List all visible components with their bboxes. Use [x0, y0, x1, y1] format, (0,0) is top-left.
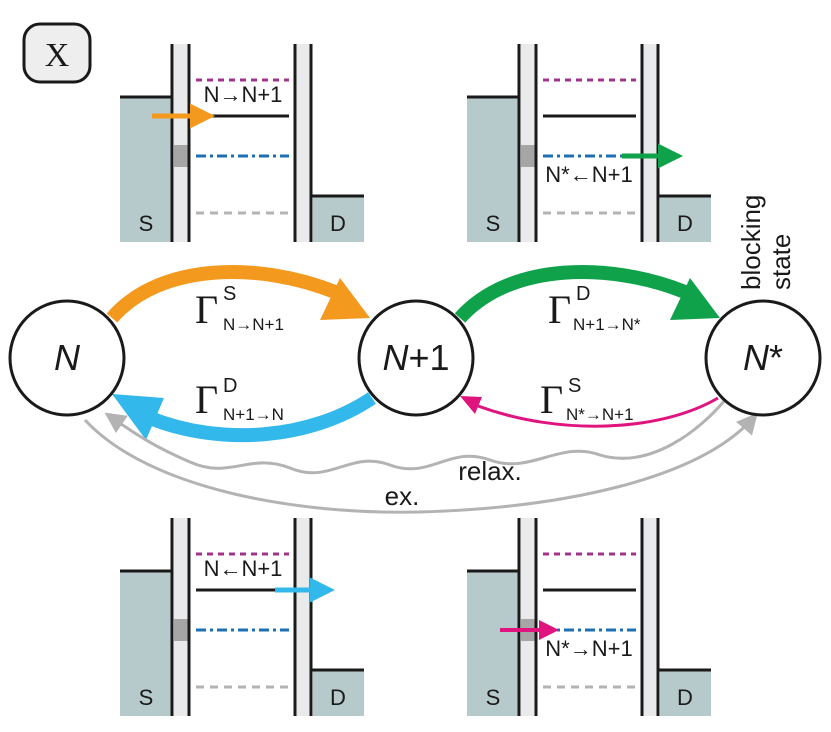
svg-text:Γ: Γ: [195, 377, 218, 422]
panel-label: X: [22, 22, 92, 84]
source-label: S: [139, 685, 154, 710]
state-n-star-label: N*: [743, 337, 783, 378]
band-panel-top-right: S D N*←N+1: [467, 44, 711, 242]
svg-text:state: state: [766, 234, 796, 290]
svg-text:D: D: [576, 283, 590, 305]
relaxation-arrow: [104, 399, 727, 475]
source-label: S: [139, 211, 154, 236]
relaxation-label: relax.: [458, 456, 522, 486]
drain-barrier: [296, 44, 310, 242]
state-n-star: N*: [704, 299, 822, 417]
svg-text:N*→N+1: N*→N+1: [566, 405, 634, 424]
panel-label-text: X: [45, 37, 70, 74]
source-label: S: [486, 211, 501, 236]
source-label: S: [486, 685, 501, 710]
transition-label: N*←N+1: [545, 162, 632, 187]
rate-arrow-nstar-to-n1: [460, 396, 719, 428]
transition-label: N→N+1: [204, 82, 283, 107]
band-panel-top-left: S D N→N+1: [120, 44, 364, 242]
svg-text:blocking: blocking: [736, 195, 766, 290]
state-n: N: [8, 299, 126, 417]
drain-label: D: [330, 685, 346, 710]
excitation-label: ex.: [385, 481, 420, 511]
drain-label: D: [330, 211, 346, 236]
drain-label: D: [677, 211, 693, 236]
rate-arrow-n1-to-n: [112, 392, 376, 443]
svg-text:Γ: Γ: [540, 377, 563, 422]
excitation-arrow: [83, 412, 758, 514]
transition-label: N*→N+1: [545, 636, 632, 661]
state-n-label: N: [54, 337, 81, 378]
band-panel-bottom-left: S D N←N+1: [120, 518, 364, 716]
rate-label-s-nstar-to-n1: Γ S N*→N+1: [540, 375, 634, 424]
svg-text:S: S: [568, 375, 581, 397]
drain-lead: [313, 196, 364, 242]
state-n-plus-1-label: N+1: [382, 337, 449, 378]
rate-arrow-n-to-n1: [106, 265, 370, 323]
source-lead: [120, 97, 172, 242]
svg-text:Γ: Γ: [195, 287, 218, 332]
svg-text:S: S: [223, 283, 236, 305]
state-n-plus-1: N+1: [357, 299, 475, 417]
svg-text:D: D: [223, 375, 237, 397]
svg-text:N+1→N*: N+1→N*: [573, 315, 641, 334]
rate-label-d-n1-to-nstar: Γ D N+1→N*: [548, 283, 641, 334]
source-barrier: [174, 44, 188, 242]
rate-label-d-n1-to-n: Γ D N+1→N: [195, 375, 284, 424]
transition-label: N←N+1: [204, 556, 283, 581]
svg-text:N+1→N: N+1→N: [223, 405, 284, 424]
svg-text:Γ: Γ: [548, 287, 571, 332]
drain-label: D: [677, 685, 693, 710]
rate-arrow-n1-to-nstar: [454, 265, 720, 323]
svg-text:N→N+1: N→N+1: [223, 315, 284, 334]
rate-label-s-n-to-n1: Γ S N→N+1: [195, 283, 284, 334]
band-panel-bottom-right: S D N*→N+1: [467, 518, 711, 716]
blocking-state-label: blocking state: [736, 195, 796, 290]
